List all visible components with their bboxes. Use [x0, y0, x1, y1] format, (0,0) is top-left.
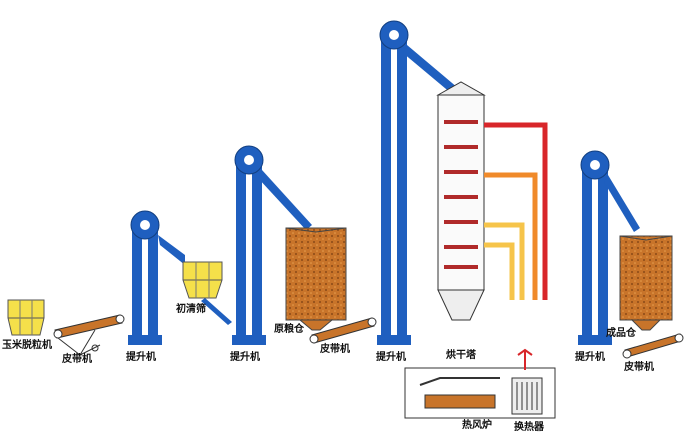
label-belt-conveyor-1: 皮带机 — [61, 352, 92, 365]
raw-grain-bin-icon — [285, 227, 347, 331]
elevator-1-icon — [128, 210, 185, 345]
label-pre-cleaner: 初清筛 — [176, 302, 206, 315]
label-dryer-tower: 烘干塔 — [446, 348, 477, 361]
label-elevator-2: 提升机 — [230, 350, 260, 363]
label-elevator-3: 提升机 — [376, 350, 406, 363]
label-belt-conveyor-2: 皮带机 — [319, 342, 350, 355]
label-corn-sheller: 玉米脱粒机 — [2, 338, 52, 351]
product-bin-icon — [619, 235, 673, 331]
label-product-bin: 成品仓 — [606, 326, 637, 339]
hot-air-ducts — [484, 122, 548, 300]
label-elevator-1: 提升机 — [126, 350, 156, 363]
dryer-tower-icon — [436, 81, 486, 321]
label-elevator-4: 提升机 — [575, 350, 605, 363]
elevator-3-icon — [377, 20, 458, 345]
heat-exchanger-icon — [511, 348, 543, 415]
label-heat-exchanger: 换热器 — [514, 420, 545, 432]
belt-conveyor-1-icon — [53, 314, 125, 356]
pre-cleaner-icon — [182, 261, 232, 325]
label-belt-conveyor-3: 皮带机 — [623, 360, 654, 373]
label-raw-grain-bin: 原粮仓 — [274, 322, 305, 335]
elevator-4-icon — [578, 150, 640, 345]
elevator-2-icon — [232, 145, 312, 345]
label-hot-air-furnace: 热风炉 — [462, 418, 492, 431]
corn-sheller-icon — [7, 299, 45, 336]
belt-conveyor-2-icon — [309, 317, 377, 344]
belt-conveyor-3-icon — [622, 333, 684, 359]
